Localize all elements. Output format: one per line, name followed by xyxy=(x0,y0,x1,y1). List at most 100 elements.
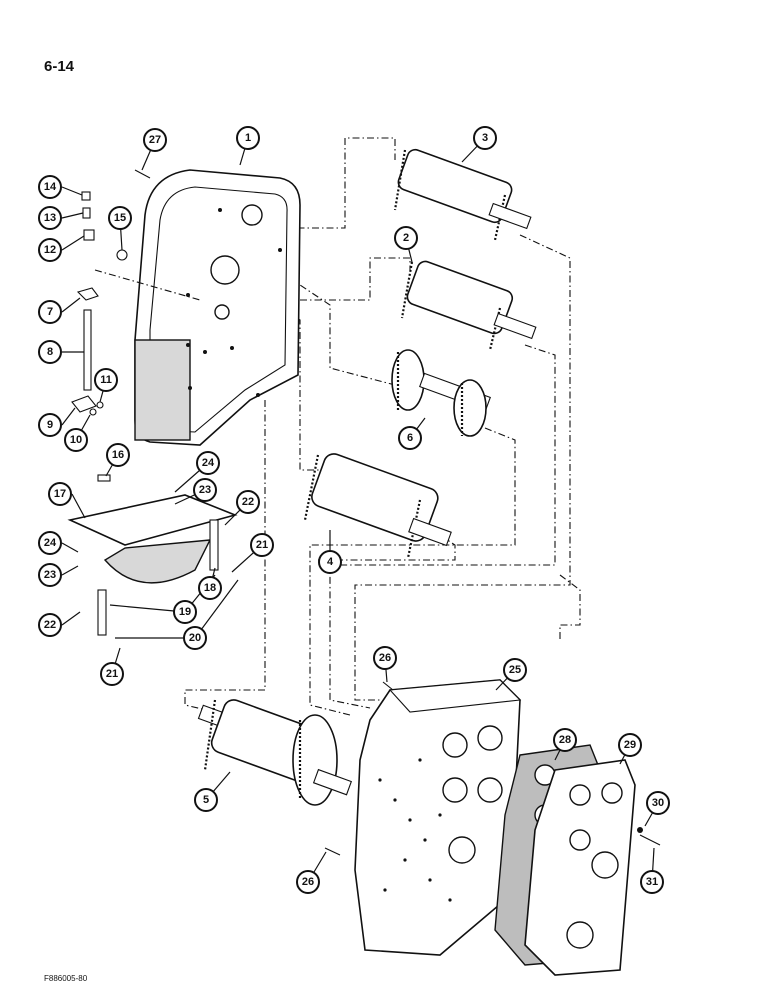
callout-label: 15 xyxy=(114,212,126,224)
housing-shadow xyxy=(134,339,191,441)
callout-label: 24 xyxy=(44,537,57,549)
callout-label: 10 xyxy=(70,434,82,446)
callout-label: 31 xyxy=(646,876,658,888)
callout-label: 1 xyxy=(245,132,251,144)
callout-19: 19 xyxy=(173,600,197,624)
callout-label: 9 xyxy=(47,419,53,431)
callout-27: 27 xyxy=(143,128,167,152)
elbow-7 xyxy=(76,287,99,301)
callout-26: 26 xyxy=(296,870,320,894)
callout-label: 5 xyxy=(203,794,209,806)
callout-6: 6 xyxy=(398,426,422,450)
callout-4: 4 xyxy=(318,550,342,574)
callout-label: 22 xyxy=(242,496,254,508)
callout-label: 22 xyxy=(44,619,56,631)
shaft-4 xyxy=(303,453,452,559)
callout-label: 7 xyxy=(47,306,53,318)
callout-26: 26 xyxy=(373,646,397,670)
transmission-housing xyxy=(134,169,301,446)
callout-label: 20 xyxy=(189,632,201,644)
cover-plate xyxy=(524,759,661,976)
callout-label: 6 xyxy=(407,432,413,444)
callout-22: 22 xyxy=(38,613,62,637)
callout-label: 26 xyxy=(302,876,314,888)
screw-11 xyxy=(96,401,104,409)
callout-22: 22 xyxy=(236,490,260,514)
callout-label: 13 xyxy=(44,212,56,224)
callout-label: 17 xyxy=(54,488,66,500)
tube-8 xyxy=(83,309,92,391)
cap-14 xyxy=(81,191,91,201)
bolt-31 xyxy=(639,834,661,846)
fitting-12 xyxy=(83,229,95,241)
callout-31: 31 xyxy=(640,870,664,894)
callout-label: 25 xyxy=(509,664,521,676)
clamp-9 xyxy=(71,395,97,413)
callout-15: 15 xyxy=(108,206,132,230)
callout-10: 10 xyxy=(64,428,88,452)
callout-label: 18 xyxy=(204,582,216,594)
callout-label: 21 xyxy=(106,668,118,680)
alignment-lines xyxy=(184,137,581,716)
callout-label: 24 xyxy=(202,457,215,469)
callout-25: 25 xyxy=(503,658,527,682)
callout-5: 5 xyxy=(194,788,218,812)
baffle-plate xyxy=(67,474,238,636)
callout-label: 19 xyxy=(179,606,191,618)
callout-14: 14 xyxy=(38,175,62,199)
callout-label: 11 xyxy=(100,374,112,386)
callout-16: 16 xyxy=(106,443,130,467)
callout-8: 8 xyxy=(38,340,62,364)
callout-23: 23 xyxy=(38,563,62,587)
fitting-13 xyxy=(82,207,91,219)
housing-bore xyxy=(241,204,263,226)
callout-12: 12 xyxy=(38,238,62,262)
callout-label: 23 xyxy=(199,484,211,496)
callout-label: 23 xyxy=(44,569,56,581)
shaft-2 xyxy=(400,260,537,351)
callout-17: 17 xyxy=(48,482,72,506)
callout-23: 23 xyxy=(193,478,217,502)
bracket-18 xyxy=(209,519,219,571)
callout-24: 24 xyxy=(38,531,62,555)
callout-21: 21 xyxy=(100,662,124,686)
dowel-26-upper xyxy=(382,681,394,691)
callout-20: 20 xyxy=(183,626,207,650)
callout-29: 29 xyxy=(618,733,642,757)
plug-15 xyxy=(116,249,128,261)
callout-3: 3 xyxy=(473,126,497,150)
callout-30: 30 xyxy=(646,791,670,815)
callout-label: 27 xyxy=(149,134,161,146)
bracket-19 xyxy=(97,589,107,636)
callout-7: 7 xyxy=(38,300,62,324)
callout-13: 13 xyxy=(38,206,62,230)
housing-bore xyxy=(210,255,240,285)
callout-21: 21 xyxy=(250,533,274,557)
callout-24: 24 xyxy=(196,451,220,475)
callout-1: 1 xyxy=(236,126,260,150)
callout-label: 2 xyxy=(403,232,409,244)
callout-18: 18 xyxy=(198,576,222,600)
callout-2: 2 xyxy=(394,226,418,250)
shaft-5 xyxy=(197,699,353,806)
washer-10 xyxy=(89,408,97,416)
figure-id: F886005-80 xyxy=(44,974,88,983)
valve-body xyxy=(324,679,522,956)
callout-label: 30 xyxy=(652,797,664,809)
pad-16 xyxy=(97,474,111,482)
callout-label: 8 xyxy=(47,346,53,358)
callout-label: 16 xyxy=(112,449,124,461)
callouts: 27 1 3 14 13 15 12 2 7 8 11 9 10 6 16 24… xyxy=(38,126,670,894)
callout-label: 12 xyxy=(44,244,56,256)
callout-11: 11 xyxy=(94,368,118,392)
callout-label: 3 xyxy=(482,132,488,144)
page-number: 6-14 xyxy=(44,58,75,75)
callout-label: 4 xyxy=(327,556,334,568)
nut-30 xyxy=(637,827,643,833)
callout-28: 28 xyxy=(553,728,577,752)
shaft-3 xyxy=(393,148,532,241)
callout-label: 21 xyxy=(256,539,268,551)
callout-label: 29 xyxy=(624,739,636,751)
